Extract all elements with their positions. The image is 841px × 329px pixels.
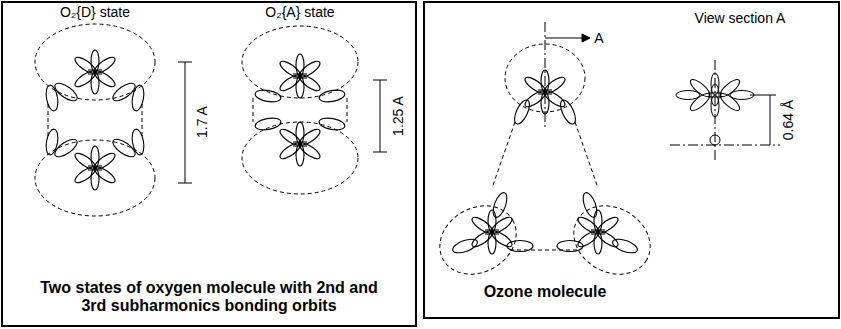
caption: Two states of oxygen molecule with 2nd a… — [34, 279, 384, 316]
caption: Ozone molecule — [484, 283, 607, 301]
state-label: O₂{D} state — [60, 4, 130, 20]
dimension: 0.64 Å — [780, 100, 796, 140]
dimension: 1.7 A — [194, 106, 210, 138]
section-marker: A — [594, 30, 603, 46]
state-label: O₂{A} state — [265, 4, 334, 20]
section-title: View section A — [695, 10, 786, 26]
dimension: 1.25 A — [390, 96, 406, 136]
